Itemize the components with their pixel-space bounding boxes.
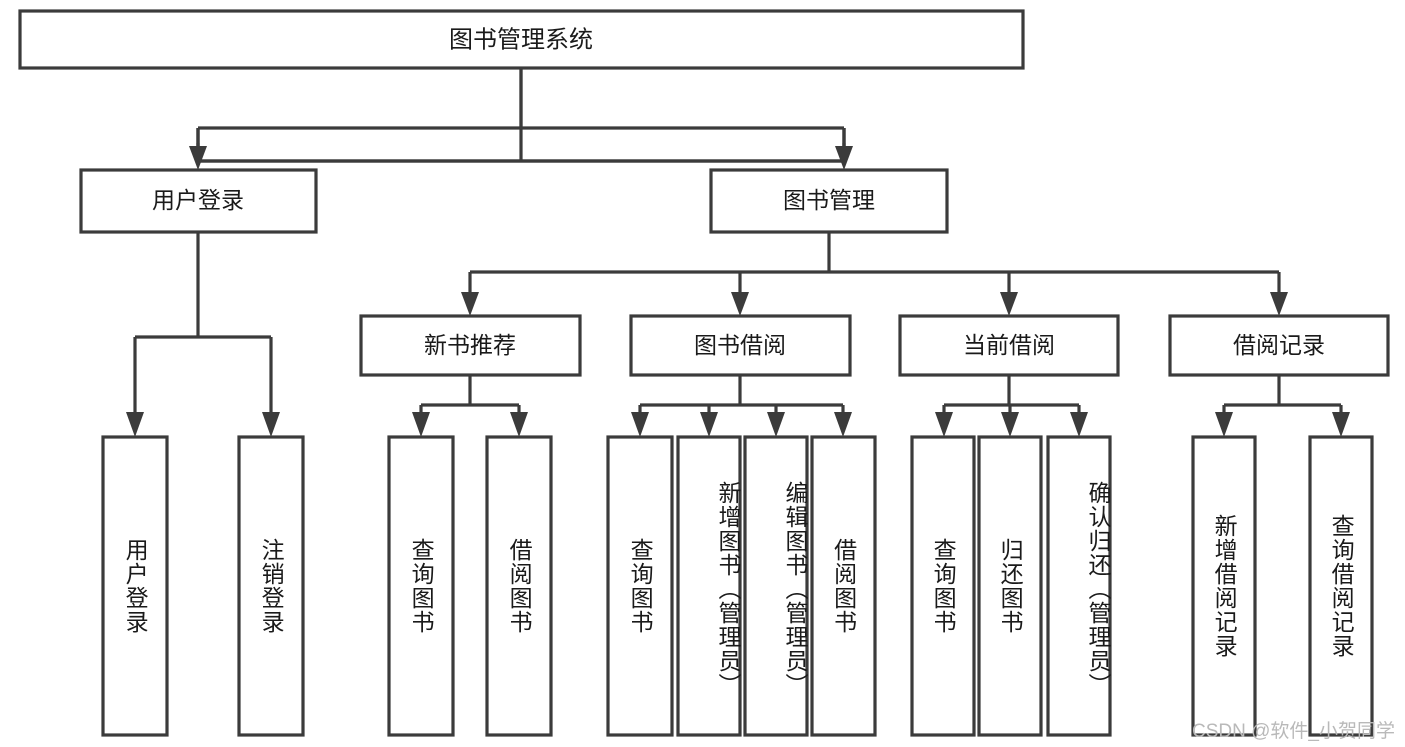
arrow-head-icon — [935, 412, 953, 437]
node-current-borrow-label: 当前借阅 — [963, 332, 1055, 358]
node-leaf-logout[interactable] — [237, 435, 305, 737]
node-user-login[interactable]: 用户登录 — [79, 168, 318, 234]
arrow-head-icon — [1000, 292, 1018, 316]
arrow-head-icon — [1215, 412, 1233, 437]
node-borrow-records-label: 借阅记录 — [1233, 332, 1325, 358]
node-book-management-label: 图书管理 — [783, 187, 875, 213]
arrow-head-icon — [412, 412, 430, 437]
node-new-book-recommend[interactable]: 新书推荐 — [359, 314, 582, 377]
node-leaf-edit-book[interactable] — [743, 435, 809, 737]
connector-bookmgmt-to-level3 — [461, 232, 1288, 316]
connector-newbooks-to-leaves — [412, 375, 528, 437]
node-leaf-confirm-return[interactable] — [1046, 435, 1112, 737]
node-leaf-borrow-book-2[interactable] — [810, 435, 877, 737]
arrow-head-icon — [767, 412, 785, 437]
arrow-head-icon — [510, 412, 528, 437]
node-leaf-query-book-2[interactable] — [606, 435, 674, 737]
arrow-head-icon — [1270, 292, 1288, 316]
connector-current-to-leaves — [935, 375, 1088, 437]
node-leaf-user-login[interactable] — [101, 435, 169, 737]
arrow-head-icon — [731, 292, 749, 316]
arrow-head-icon — [834, 412, 852, 437]
node-user-login-label: 用户登录 — [152, 187, 244, 213]
node-leaf-add-book[interactable] — [676, 435, 742, 737]
arrow-head-icon — [126, 412, 144, 437]
arrow-head-icon — [1332, 412, 1350, 437]
node-root[interactable]: 图书管理系统 — [18, 9, 1025, 70]
arrow-head-icon — [262, 412, 280, 437]
arrow-head-icon — [835, 146, 853, 170]
connector-userlogin-to-leaves — [126, 232, 280, 437]
node-root-label: 图书管理系统 — [449, 26, 593, 53]
connector-records-to-leaves — [1215, 375, 1350, 437]
node-leaf-query-record[interactable] — [1308, 435, 1374, 737]
node-borrow-records[interactable]: 借阅记录 — [1168, 314, 1390, 377]
node-book-management[interactable]: 图书管理 — [709, 168, 949, 234]
node-leaf-add-record[interactable] — [1191, 435, 1257, 737]
node-leaf-borrow-book-1[interactable] — [485, 435, 553, 737]
node-book-borrow[interactable]: 图书借阅 — [629, 314, 852, 377]
node-leaf-query-book-3[interactable] — [910, 435, 976, 737]
arrow-head-icon — [1070, 412, 1088, 437]
node-leaf-query-book-1[interactable] — [387, 435, 455, 737]
csdn-watermark: CSDN @软件_小贺同学 — [1192, 721, 1395, 742]
connector-borrow-to-leaves — [631, 375, 852, 437]
node-book-borrow-label: 图书借阅 — [694, 332, 786, 358]
node-new-book-recommend-label: 新书推荐 — [424, 332, 516, 358]
node-current-borrow[interactable]: 当前借阅 — [898, 314, 1120, 377]
arrow-head-icon — [189, 146, 207, 170]
arrow-head-icon — [631, 412, 649, 437]
arrow-head-icon — [1001, 412, 1019, 437]
arrow-head-icon — [461, 292, 479, 316]
arrow-head-icon — [700, 412, 718, 437]
connector-root-structure — [189, 68, 853, 170]
node-leaf-return-book[interactable] — [977, 435, 1043, 737]
